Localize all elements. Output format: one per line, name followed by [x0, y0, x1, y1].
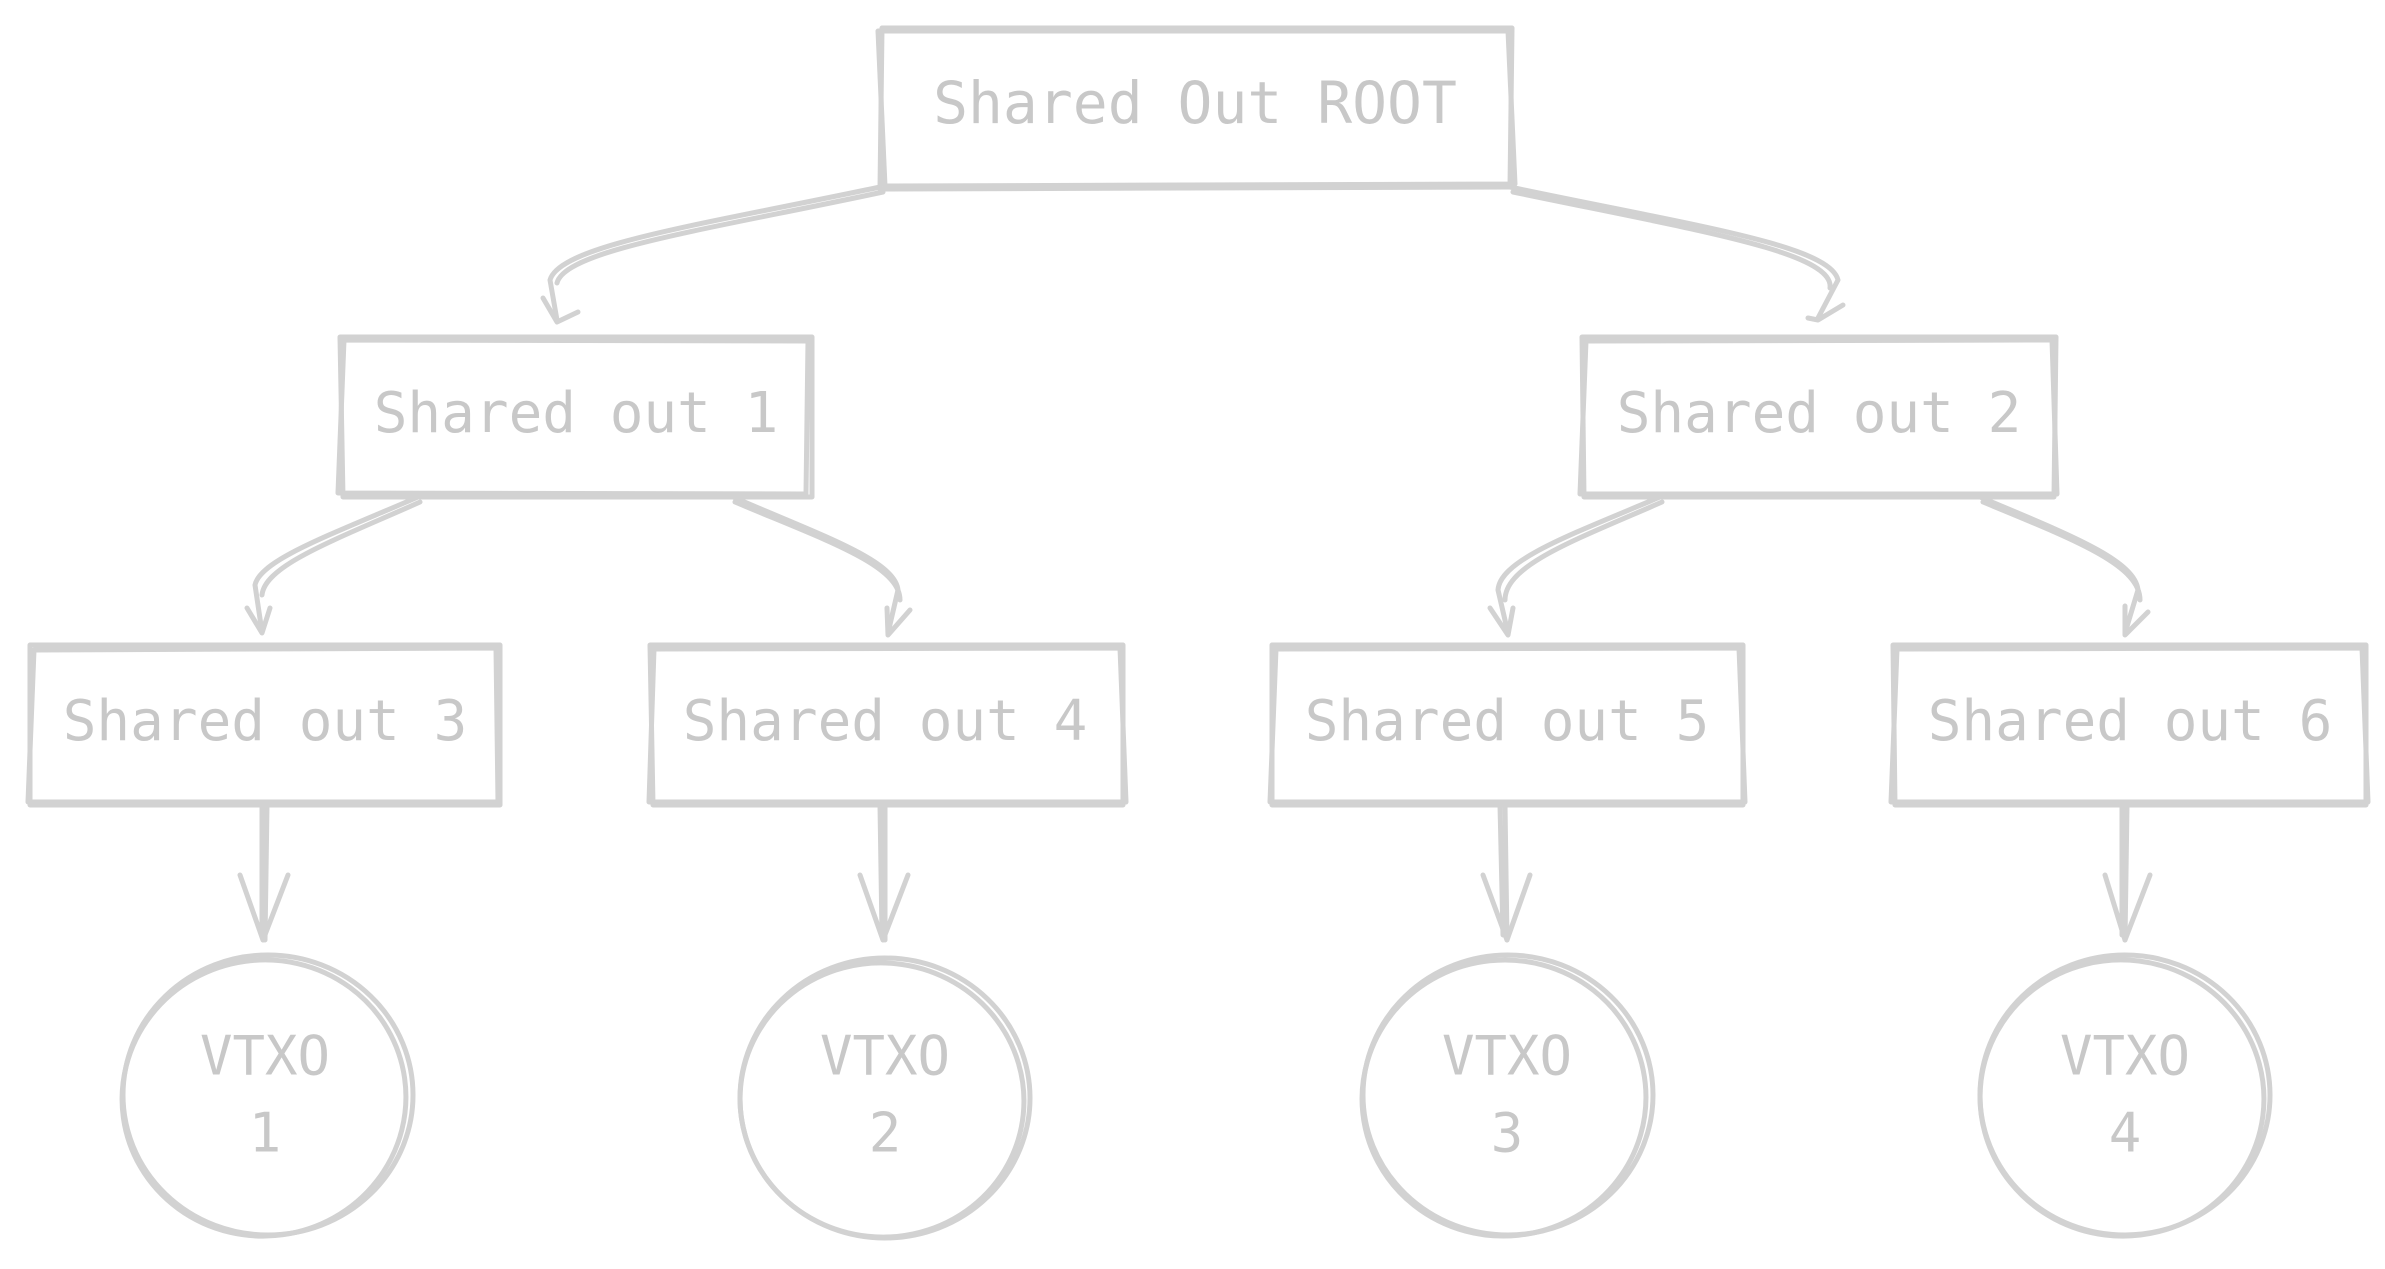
node-vtxo-3-label-line1: VTXO: [1442, 1025, 1572, 1088]
node-shared-out-1-label: Shared out 1: [374, 381, 779, 446]
node-vtxo-2-label-line2: 2: [869, 1102, 902, 1165]
node-shared-out-6: Shared out 6: [1888, 642, 2371, 808]
node-vtxo-3: VTXO 3: [1359, 952, 1656, 1239]
node-vtxo-2-label-line1: VTXO: [820, 1025, 950, 1088]
node-root-label: Shared Out ROOT: [933, 69, 1457, 137]
node-shared-out-3-label: Shared out 3: [63, 689, 468, 754]
node-vtxo-1: VTXO 1: [119, 952, 416, 1239]
node-shared-out-4-label: Shared out 4: [683, 689, 1088, 754]
edges: [237, 184, 2153, 943]
edge-shared-out-5-to-vtxo-3: [1480, 802, 1533, 943]
node-vtxo-4: VTXO 4: [1977, 952, 2273, 1239]
edge-shared-out-2-to-shared-out-5: [1487, 494, 1665, 638]
node-shared-out-1: Shared out 1: [335, 334, 815, 500]
node-vtxo-4-label-line1: VTXO: [2060, 1025, 2190, 1088]
node-shared-out-4: Shared out 4: [646, 642, 1129, 808]
edge-shared-out-3-to-vtxo-1: [237, 802, 291, 943]
node-shared-out-2: Shared out 2: [1577, 334, 2060, 500]
edge-shared-out-4-to-vtxo-2: [857, 802, 911, 943]
node-shared-out-6-label: Shared out 6: [1928, 689, 2333, 754]
edge-root-to-shared-out-2: [1507, 184, 1846, 323]
node-shared-out-2-label: Shared out 2: [1617, 381, 2022, 446]
edge-shared-out-2-to-shared-out-6: [1977, 494, 2151, 638]
node-vtxo-1-label-line1: VTXO: [200, 1025, 330, 1088]
node-root: Shared Out ROOT: [875, 25, 1518, 192]
node-vtxo-2: VTXO 2: [737, 955, 1033, 1241]
edge-root-to-shared-out-1: [540, 184, 886, 325]
node-vtxo-1-label-line2: 1: [249, 1102, 282, 1165]
edge-shared-out-1-to-shared-out-3: [244, 494, 423, 636]
node-shared-out-5-label: Shared out 5: [1305, 689, 1710, 754]
node-shared-out-3: Shared out 3: [25, 642, 503, 808]
node-shared-out-5: Shared out 5: [1267, 642, 1748, 808]
edge-shared-out-1-to-shared-out-4: [730, 494, 913, 638]
node-vtxo-4-label-line2: 4: [2109, 1102, 2142, 1165]
edge-shared-out-6-to-vtxo-4: [2102, 802, 2153, 943]
node-vtxo-3-label-line2: 3: [1491, 1102, 1524, 1165]
